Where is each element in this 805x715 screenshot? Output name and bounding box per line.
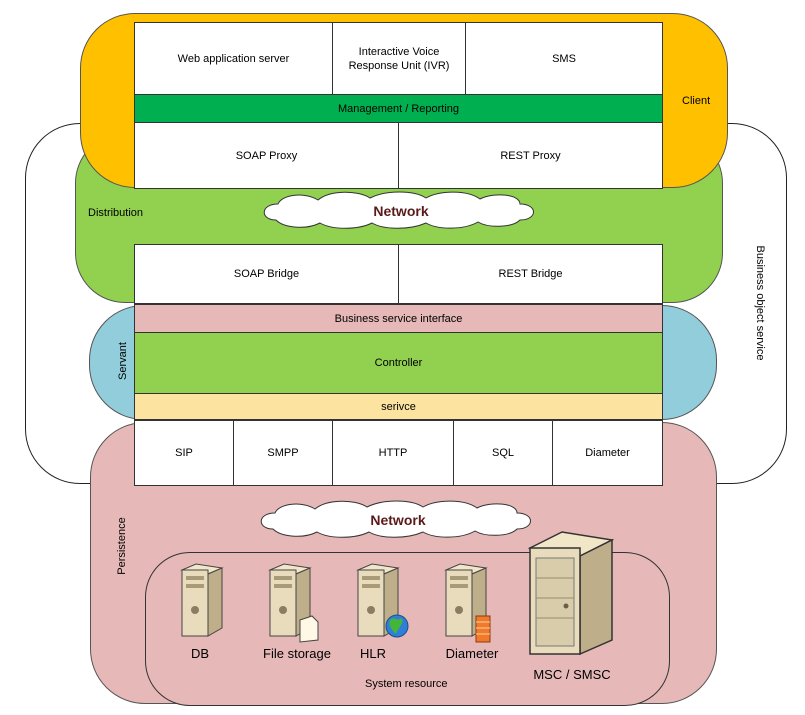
db-label: DB (190, 646, 210, 661)
file-storage-label: File storage (263, 646, 331, 661)
distribution-network-cloud: Network (263, 191, 534, 229)
protocol-http-cell: HTTP (332, 420, 454, 486)
servant-label: Servant (117, 342, 129, 380)
db-server-icon (180, 563, 224, 637)
distribution-network-label: Network (373, 203, 428, 219)
hlr-server-icon (356, 563, 409, 638)
protocol-diameter-cell: Diameter (552, 420, 663, 486)
management-reporting-bar: Management / Reporting (134, 94, 663, 123)
diameter-server-icon (444, 563, 491, 643)
soap-proxy-cell: SOAP Proxy (134, 122, 399, 189)
sms-cell: SMS (465, 22, 663, 95)
diameter-label: Diameter (445, 646, 499, 661)
persistence-network-label: Network (370, 512, 425, 528)
business-service-interface-bar: Business service interface (134, 304, 663, 333)
distribution-label: Distribution (88, 207, 144, 219)
persistence-network-cloud: Network (260, 500, 531, 538)
persistence-label: Persistence (116, 517, 128, 575)
protocol-sip-cell: SIP (134, 420, 234, 486)
msc-smsc-label: MSC / SMSC (533, 667, 611, 682)
file-storage-server-icon (268, 563, 319, 643)
ivr-cell: Interactive Voice Response Unit (IVR) (332, 22, 466, 95)
protocol-smpp-cell: SMPP (233, 420, 333, 486)
soap-bridge-cell: SOAP Bridge (134, 244, 399, 304)
rest-bridge-cell: REST Bridge (398, 244, 663, 304)
msc-smsc-server-icon (527, 531, 615, 656)
web-application-server-cell: Web application server (134, 22, 333, 95)
hlr-label: HLR (359, 646, 386, 661)
protocol-sql-cell: SQL (453, 420, 553, 486)
system-resource-label: System resource (365, 678, 448, 690)
rest-proxy-cell: REST Proxy (398, 122, 663, 189)
client-label: Client (682, 95, 711, 107)
service-bar: serivce (134, 393, 663, 420)
controller-bar: Controller (134, 332, 663, 394)
business-object-service-label: Business object service (754, 245, 766, 361)
